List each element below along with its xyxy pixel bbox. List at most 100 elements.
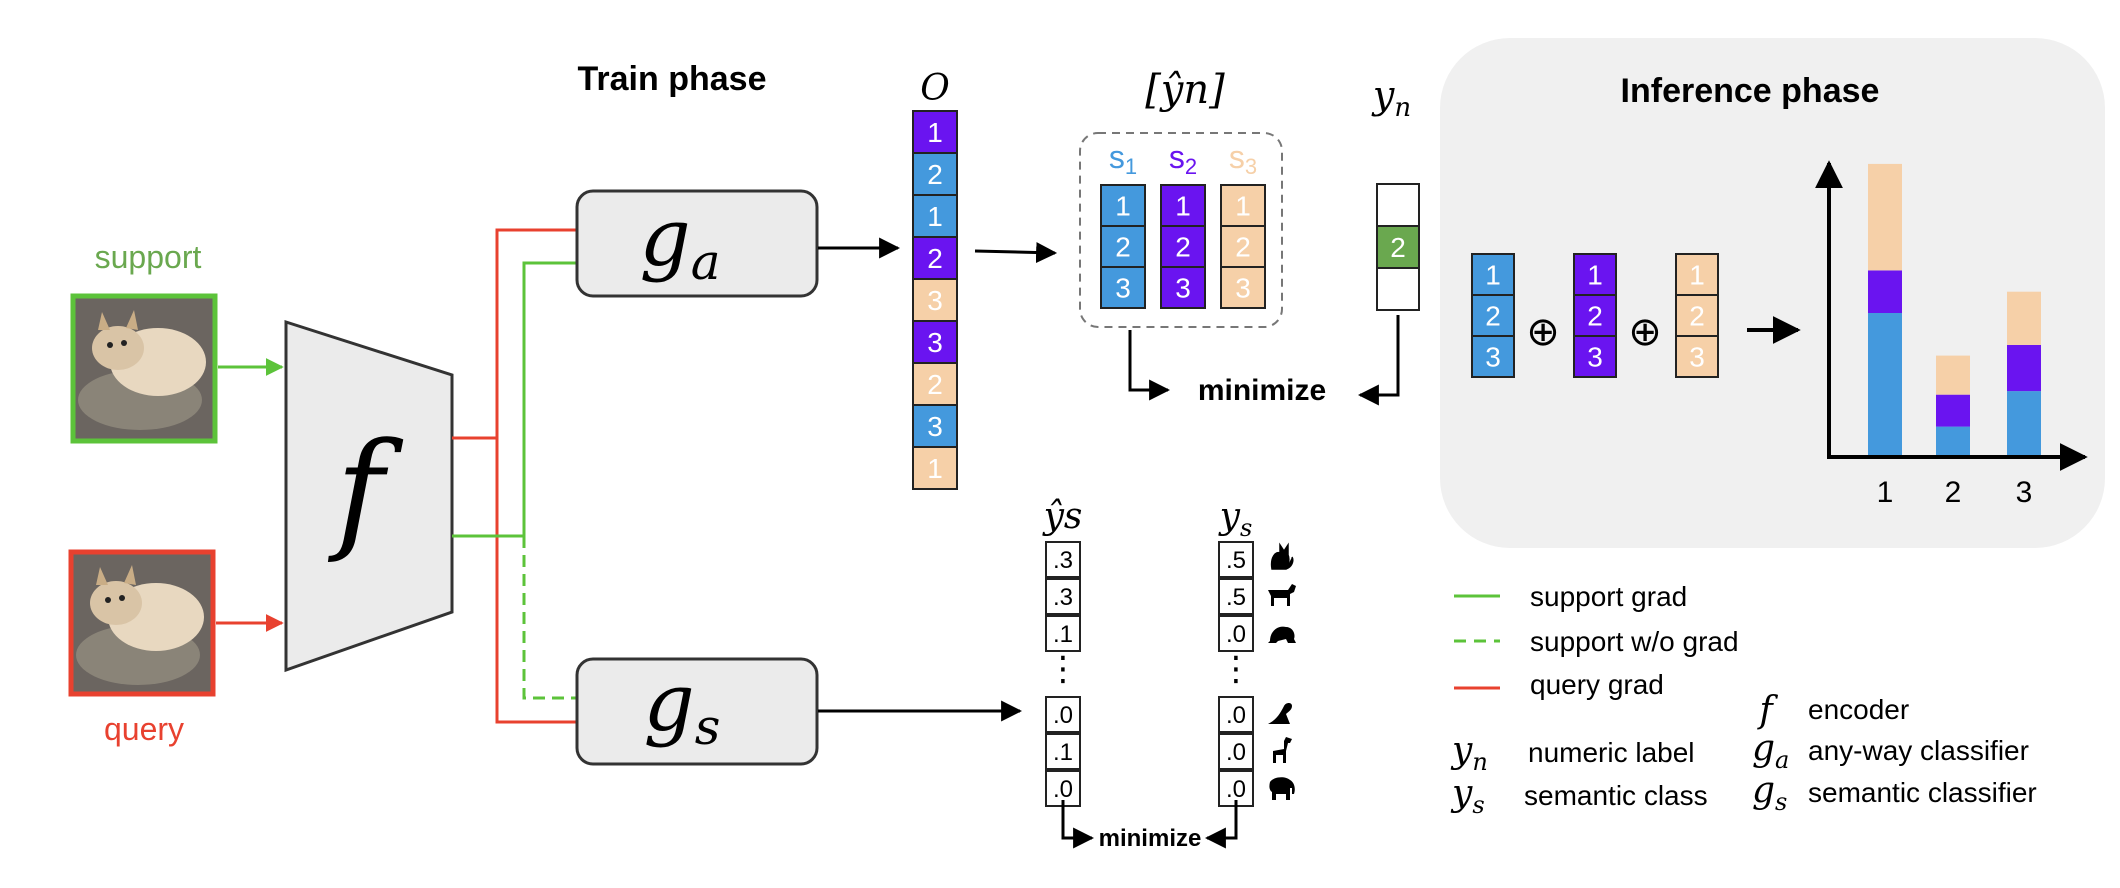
inference-stack-3-cell-1-box — [1675, 253, 1719, 296]
yn-column: 2 — [1376, 183, 1420, 311]
output-cell-5-text: 3 — [927, 285, 943, 316]
output-label: O — [920, 68, 950, 109]
ys-bottom-cell-1-box — [1218, 696, 1254, 733]
bar-3-blue — [2007, 391, 2041, 455]
seal-icon — [1268, 703, 1292, 724]
minimize-bottom-right-arrow — [1204, 800, 1238, 849]
dog-icon — [1268, 584, 1296, 606]
support-image — [70, 293, 218, 444]
yn-cell-1-box — [1376, 183, 1420, 227]
legend: support grad support w/o grad query grad… — [1450, 581, 2037, 819]
train-stack-2-cell-1-text: 1 — [1175, 191, 1191, 222]
output-cell-7-text: 2 — [927, 369, 943, 400]
x-tick-1: 1 — [1877, 476, 1894, 509]
output-cell-8-text: 3 — [927, 411, 943, 442]
legend-ys-desc: semantic class — [1524, 780, 1708, 811]
gs-block — [575, 657, 819, 766]
elephant-icon — [1269, 777, 1295, 800]
legend-support-wo-grad-text: support w/o grad — [1530, 626, 1739, 657]
yhat-s-top-cell-2-box — [1045, 578, 1081, 615]
ys-top-cell-2-box — [1218, 578, 1254, 615]
inference-stack-1-cell-2-text: 2 — [1485, 301, 1501, 332]
bar-1-blue — [1868, 313, 1902, 455]
inference-stack-1-cell-3-box — [1471, 335, 1515, 378]
train-stack-3-cell-3-text: 3 — [1235, 273, 1251, 304]
train-stack-2-cell-3-text: 3 — [1175, 273, 1191, 304]
ys-top-cell-3-text: .0 — [1226, 621, 1246, 648]
ys-top-cell-1-box — [1218, 541, 1254, 578]
ga-block — [575, 189, 819, 298]
stack-label-3: s3 — [1229, 139, 1257, 179]
minimize-top-label: minimize — [1198, 374, 1326, 407]
ys-bottom-cell-3-text: .0 — [1226, 776, 1246, 803]
legend-f-desc: encoder — [1808, 694, 1909, 725]
ys-top-cell-1-text: .5 — [1226, 547, 1246, 574]
inference-stack-1-cell-1-text: 1 — [1485, 260, 1501, 291]
gs-symbol: gs — [644, 656, 721, 756]
yhat-n-label: [ŷn] — [1145, 67, 1225, 113]
ys-ellipsis: ⋮ — [1219, 649, 1253, 689]
encoder-block — [284, 319, 454, 673]
yhat-s-bottom-cell-3-text: .0 — [1053, 776, 1073, 803]
support-label: support — [95, 239, 202, 275]
output-to-stacks-arrow — [974, 242, 1058, 264]
yhat-s-ellipsis: ⋮ — [1046, 649, 1080, 689]
yn-cell-2-text: 2 — [1390, 232, 1406, 263]
inference-stack-2-cell-3-box — [1573, 335, 1617, 378]
yn-cell-3-box — [1376, 267, 1420, 311]
ys-bottom-cell-2-text: .0 — [1226, 739, 1246, 766]
semantic-columns: .3.3.1⋮.0.1.0.5.5.0⋮.0.0.0 — [1045, 541, 1296, 807]
minimize-bottom-left-arrow — [1061, 800, 1095, 849]
legend-query-grad-text: query grad — [1530, 669, 1664, 700]
train-phase-title: Train phase — [578, 60, 767, 98]
yhat-s-top-cell-1-box — [1045, 541, 1081, 578]
minimize-top-left-arrow — [1128, 330, 1171, 401]
yhat-s-label: ŷs — [1042, 496, 1083, 537]
inference-panel — [1440, 38, 2105, 548]
output-cell-3-box — [912, 194, 958, 238]
train-stack-2-cell-3-box — [1160, 266, 1206, 309]
bar-3-peach — [2007, 291, 2041, 345]
minimize-bottom-label: minimize — [1099, 825, 1202, 852]
bar-2-blue — [1936, 426, 1970, 455]
yhat-s-bottom-cell-2-box — [1045, 733, 1081, 770]
stack-label-1: s1 — [1109, 139, 1137, 179]
train-stack-1-cell-3-text: 3 — [1115, 273, 1131, 304]
bar-1-peach — [1868, 163, 1902, 271]
legend-ga-symbol: ga — [1752, 728, 1789, 774]
output-cell-7-box — [912, 362, 958, 406]
query-image — [68, 549, 216, 697]
inference-stack-2-cell-2-text: 2 — [1587, 301, 1603, 332]
ys-bottom-cell-1-text: .0 — [1226, 702, 1246, 729]
x-tick-2: 2 — [1945, 476, 1962, 509]
output-cell-1-text: 1 — [927, 117, 943, 148]
stack-label-2: s2 — [1169, 139, 1197, 179]
ys-top-cell-3-box — [1218, 615, 1254, 652]
yn-label: yn — [1371, 73, 1411, 123]
train-stack-1-cell-1-box — [1100, 184, 1146, 227]
stack-group-box — [1079, 132, 1283, 328]
train-stack-2-cell-1-box — [1160, 184, 1206, 227]
minimize-top-right-arrow — [1357, 315, 1400, 406]
legend-yn-desc: numeric label — [1528, 737, 1695, 768]
cat-icon — [1270, 542, 1294, 570]
bar-2-peach — [1936, 355, 1970, 395]
output-cell-4-text: 2 — [927, 243, 943, 274]
legend-f-symbol: f — [1756, 690, 1778, 731]
ys-bottom-cell-2-box — [1218, 733, 1254, 770]
x-tick-3: 3 — [2016, 476, 2033, 509]
inference-stack-3-cell-3-box — [1675, 335, 1719, 378]
train-stack-1-cell-2-text: 2 — [1115, 232, 1131, 263]
legend-ga-desc: any-way classifier — [1808, 735, 2029, 766]
legend-ys-symbol: ys — [1450, 773, 1485, 819]
output-cell-8-box — [912, 404, 958, 448]
inference-stack-3-cell-1-text: 1 — [1689, 260, 1705, 291]
train-stack-3-cell-2-text: 2 — [1235, 232, 1251, 263]
yhat-s-top-cell-2-text: .3 — [1053, 584, 1073, 611]
inference-stack-2-cell-3-text: 3 — [1587, 342, 1603, 373]
yhat-s-bottom-cell-2-text: .1 — [1053, 739, 1073, 766]
